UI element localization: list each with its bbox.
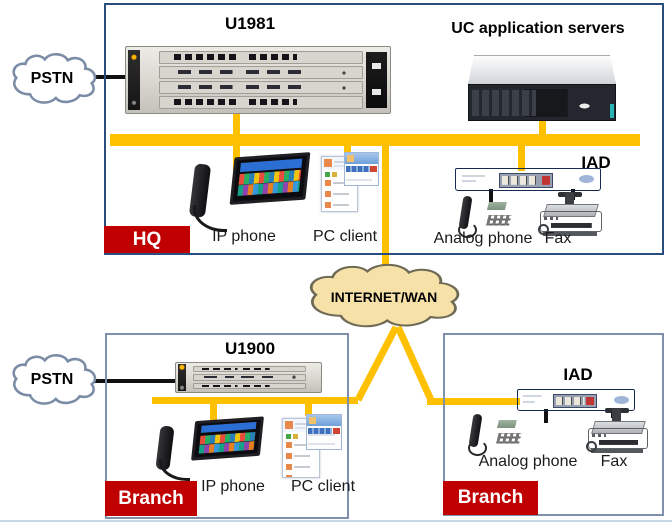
wan-branch-right-link [394,325,435,402]
br-iad-analog-line [544,409,548,423]
u1981-device [125,46,391,114]
pstn-hq-trunk-line [90,75,130,79]
branch-left-bus [152,397,358,404]
u1900-title: U1900 [224,339,276,358]
fax-cord-ring [585,440,597,453]
u1981-title: U1981 [224,14,276,33]
hq-fax-caption: Fax [544,230,572,247]
pstn-label-branch: PSTN [30,371,74,388]
fax-handset [612,408,622,427]
hq-fax-device [537,192,602,236]
card-row [193,374,306,381]
hq-pc-client-caption: PC client [312,228,378,245]
ports-row [193,366,306,373]
hq-iad-title: IAD [581,153,611,172]
bottom-divider [0,520,672,522]
hq-iad-drop [518,144,525,171]
branch-right-region-tag: Branch [443,481,538,515]
fax-handset [565,192,575,211]
fax-cord-ring [537,224,549,236]
analog-phone-cord [467,440,487,457]
hq-wan-link [382,144,389,270]
fax-base [590,448,644,453]
hq-region-tag: HQ [104,226,190,253]
analog-phone-cord [457,222,477,239]
card-row [159,66,363,79]
fax-body [588,427,648,450]
uc-servers-title: UC application servers [451,20,625,37]
hq-ip-phone-device [188,152,319,232]
server-front-panel [468,84,616,121]
u1900-device [175,362,322,393]
ports-row [159,51,363,64]
branch-ip-phone-caption: IP phone [201,478,265,495]
internet-wan-label: INTERNET/WAN [330,289,438,305]
pstn-label-hq: PSTN [30,70,74,87]
hq-pc-client-window [321,152,379,212]
branch-analog-phone-device [467,413,532,457]
branch-analog-phone-caption: Analog phone [478,453,578,470]
ports-row [193,382,306,389]
branch-ip-phone-device [155,415,272,482]
branch-iad-title: IAD [563,365,593,384]
phone-screen [191,415,264,461]
pstn-branch-trunk-line [90,379,178,383]
branch-iad-device [517,389,635,411]
branch-left-region-tag: Branch [105,481,197,516]
hq-iad-device [455,168,601,191]
fax-base [543,232,597,236]
ports-row [159,96,363,109]
card-row [159,81,363,94]
hq-ip-phone-caption: IP phone [212,228,276,245]
uc-application-server-device [468,55,616,121]
hq-analog-phone-caption: Analog phone [433,230,533,247]
branch-pc-client-window [282,414,342,478]
server-top-cover [468,55,616,85]
br-iad-link [427,398,520,405]
hq-analog-phone-device [457,195,522,239]
wan-branch-left-link [354,325,400,402]
hq-lan-bus [110,134,640,146]
pc-client-popup-window [306,414,342,450]
fax-body [540,211,602,233]
branch-pc-client-caption: PC client [290,478,356,495]
pc-client-popup-window [344,152,379,186]
phone-screen [229,152,310,205]
branch-fax-device [585,408,648,453]
branch-fax-caption: Fax [600,453,628,470]
